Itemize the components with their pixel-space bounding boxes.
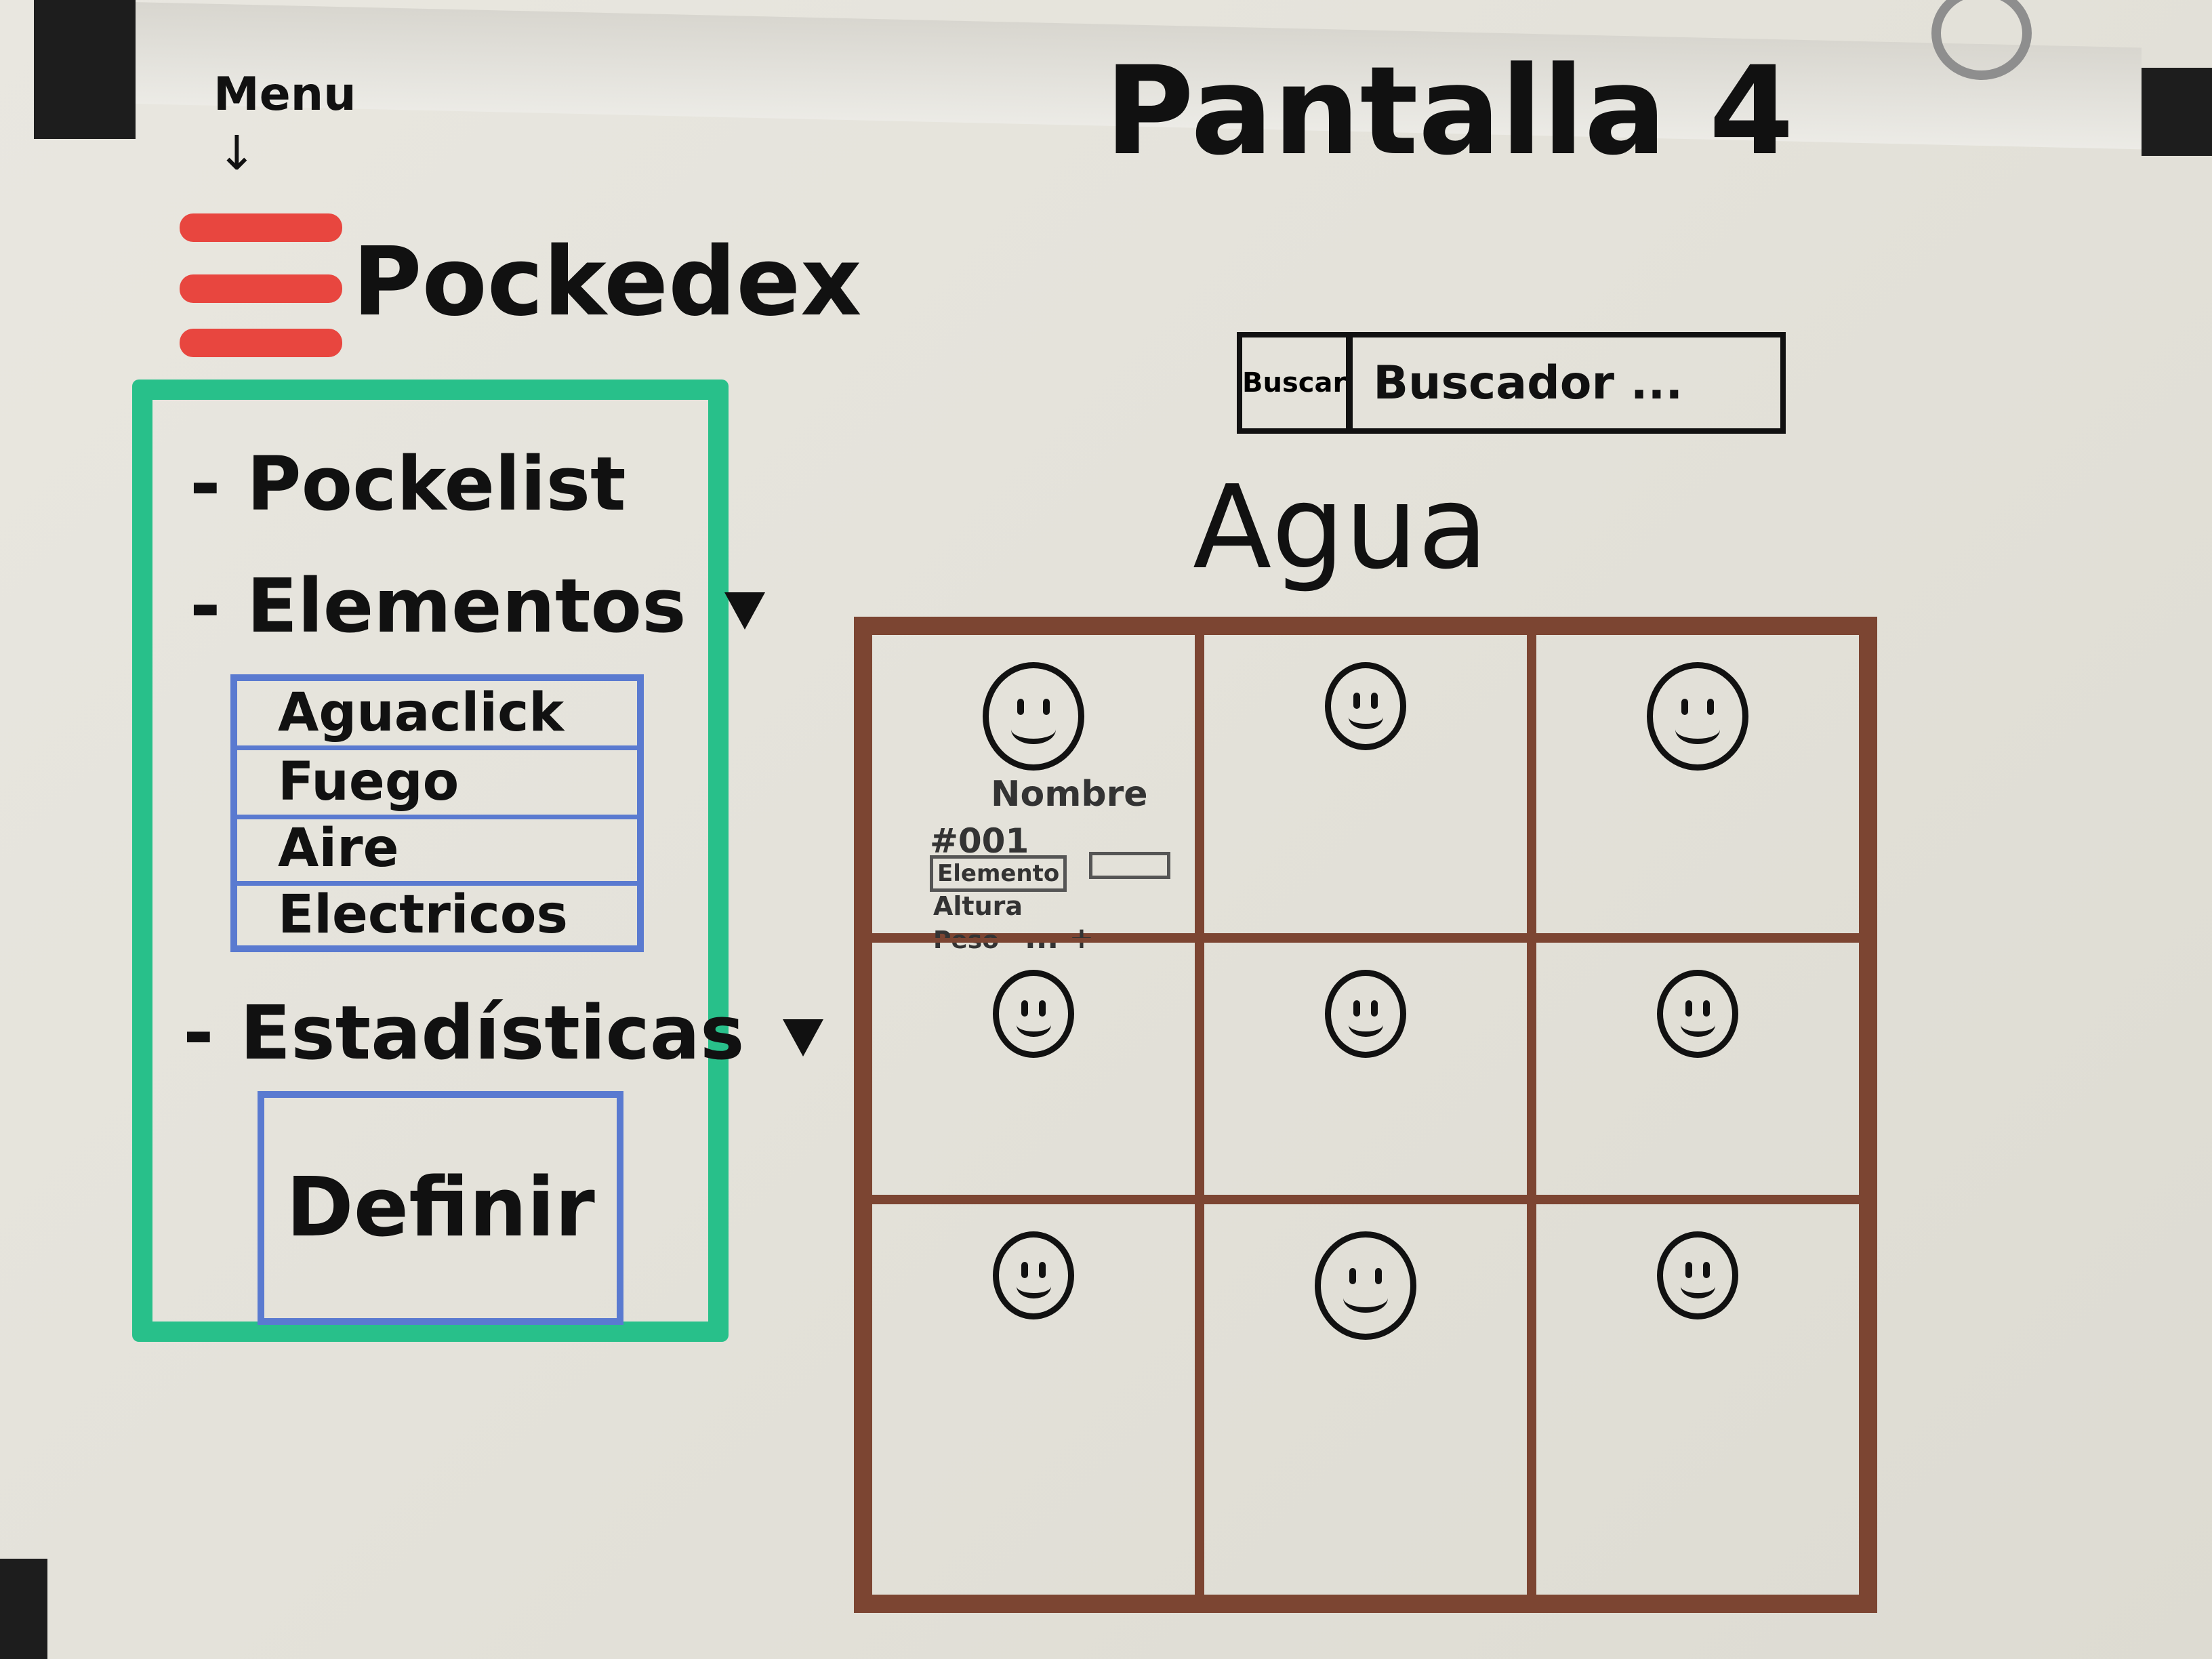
menu-annotation: Menu [213, 68, 356, 121]
element-badge: Elemento [930, 855, 1067, 892]
grid-card[interactable] [1532, 937, 1864, 1200]
grid-card[interactable] [867, 937, 1200, 1200]
sidebar-menu [132, 380, 729, 1342]
avatar-icon [1657, 969, 1738, 1058]
avatar-icon [993, 1231, 1074, 1319]
corner-clip [2142, 68, 2212, 156]
grid-card[interactable] [1200, 937, 1532, 1200]
hamburger-menu-icon[interactable] [173, 203, 356, 366]
search-bar: Buscar [1237, 332, 2018, 434]
sidebar-item-estadisticas[interactable]: - Estadísticas [183, 989, 823, 1076]
grid-card[interactable] [867, 1199, 1200, 1599]
avatar-icon [1325, 969, 1406, 1058]
app-logo-text: Pockedex [352, 227, 862, 337]
avatar-icon [983, 662, 1084, 771]
sidebar-item-label: Pockelist [246, 441, 626, 527]
sidebar-item-pockelist[interactable]: - Pockelist [190, 441, 626, 527]
submenu-item-electricos[interactable]: Electricos [278, 884, 568, 945]
card-name: Nombre [991, 774, 1148, 815]
sidebar-item-label: Elementos [246, 562, 687, 649]
corner-clip [0, 1559, 47, 1659]
menu-line [180, 329, 342, 357]
bullet-dash: - [183, 989, 214, 1076]
submenu-item-aguaclick[interactable]: Aguaclick [237, 681, 637, 750]
sidebar-item-label: Estadísticas [239, 989, 745, 1076]
avatar-icon [1657, 1231, 1738, 1319]
caret-down-icon [782, 1019, 823, 1057]
card-height-label: Altura [933, 891, 1023, 921]
submenu-item-fuego[interactable]: Fuego [237, 750, 637, 819]
search-input[interactable] [1353, 337, 2018, 428]
submenu-item-aire[interactable]: Aire [237, 817, 637, 886]
avatar-icon [1647, 662, 1748, 771]
grid-card[interactable]: Nombre #001 Elemento Altura Peso ... + [867, 630, 1200, 956]
definir-button[interactable]: Definir [258, 1091, 623, 1325]
avatar-icon [1315, 1231, 1416, 1340]
caret-down-icon [724, 592, 765, 630]
grid-card[interactable] [1532, 630, 1864, 938]
elementos-submenu: Aguaclick Fuego Aire Electricos [230, 674, 644, 952]
grid-card[interactable] [1200, 630, 1532, 938]
card-number: #001 [930, 821, 1029, 861]
menu-line [180, 274, 342, 303]
down-arrow-icon: ↓ [217, 125, 257, 181]
avatar-icon [993, 969, 1074, 1058]
bullet-dash: - [190, 441, 221, 527]
grid-card[interactable] [1200, 1199, 1532, 1599]
avatar-icon [1325, 662, 1406, 750]
menu-line [180, 213, 342, 242]
grid-card[interactable] [1532, 1199, 1864, 1599]
pokemon-grid: Nombre #001 Elemento Altura Peso ... + [854, 617, 1877, 1613]
corner-clip [34, 0, 136, 139]
section-title: Agua [1193, 461, 1489, 595]
bullet-dash: - [190, 562, 221, 649]
sidebar-item-elementos[interactable]: - Elementos [190, 562, 765, 649]
search-button[interactable]: Buscar [1242, 337, 1353, 428]
screen-title: Pantalla 4 [1105, 41, 1794, 182]
element-value-field [1089, 852, 1170, 879]
